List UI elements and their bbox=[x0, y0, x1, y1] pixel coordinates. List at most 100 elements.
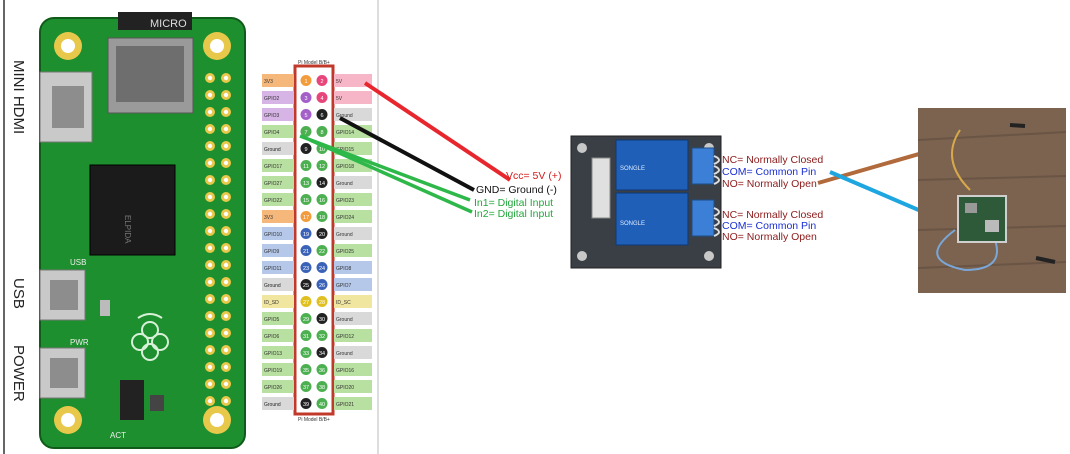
pin-number: 27 bbox=[303, 300, 309, 306]
optocoupler-area bbox=[591, 157, 611, 219]
header-bottom-caption: Pi Model B/B+ bbox=[298, 417, 330, 423]
left-pin-name: GPIO19 bbox=[264, 368, 282, 374]
pin-name-box bbox=[334, 346, 372, 359]
header-pin bbox=[299, 295, 313, 308]
terminal-block-1 bbox=[691, 147, 715, 185]
pin-name-box bbox=[262, 380, 294, 393]
pin-frame bbox=[293, 64, 335, 416]
com2-label: COM= Common Pin bbox=[722, 220, 817, 232]
pin-number: 1 bbox=[304, 79, 307, 85]
right-pin-name: 5V bbox=[336, 79, 343, 85]
pin-name-box bbox=[262, 312, 294, 325]
relay-2 bbox=[615, 192, 689, 246]
pi-gpio-holes bbox=[205, 73, 231, 406]
pin-name-box bbox=[262, 210, 294, 223]
pin-number: 16 bbox=[319, 198, 325, 204]
right-pin-name: Ground bbox=[336, 232, 353, 238]
pin-name-box bbox=[262, 329, 294, 342]
pin-name-box bbox=[262, 142, 294, 155]
gnd-label: GND= Ground (-) bbox=[476, 184, 557, 196]
right-pin-name: GPIO15 bbox=[336, 147, 354, 153]
header-pin bbox=[299, 91, 313, 104]
header-pin bbox=[315, 176, 329, 189]
pin-number: 10 bbox=[319, 147, 325, 153]
vcc-label: Vcc= 5V (+) bbox=[506, 170, 562, 182]
pin-number: 17 bbox=[303, 215, 309, 221]
pin-name-box bbox=[262, 346, 294, 359]
pin-number: 36 bbox=[319, 368, 325, 374]
header-pin bbox=[299, 397, 313, 410]
pin-number: 8 bbox=[320, 130, 323, 136]
vcc-wire bbox=[363, 81, 512, 182]
relay-1-brand: SONGLE bbox=[620, 166, 645, 172]
svg-text:ELPIDA: ELPIDA bbox=[123, 215, 132, 244]
pin-name-box bbox=[334, 210, 372, 223]
micro-sd-slot bbox=[118, 12, 192, 30]
pin-number: 35 bbox=[303, 368, 309, 374]
terminal-block-2 bbox=[691, 199, 715, 237]
header-pin bbox=[299, 329, 313, 342]
pin-number: 12 bbox=[319, 164, 325, 170]
pin-name-box bbox=[334, 244, 372, 257]
pin-number: 4 bbox=[320, 96, 323, 102]
pin-number: 13 bbox=[303, 181, 309, 187]
pin-name-box bbox=[262, 261, 294, 274]
pin-name-box bbox=[262, 193, 294, 206]
cpu-chip bbox=[89, 164, 176, 256]
pin-number: 2 bbox=[320, 79, 323, 85]
pin-number: 34 bbox=[319, 351, 325, 357]
header-pin bbox=[299, 159, 313, 172]
pin-name-box bbox=[262, 278, 294, 291]
pin-number: 23 bbox=[303, 266, 309, 272]
relay-module: SONGLE SONGLE bbox=[570, 135, 722, 269]
pin-number: 37 bbox=[303, 385, 309, 391]
header-pin bbox=[315, 329, 329, 342]
pin-number: 28 bbox=[319, 300, 325, 306]
left-pin-name: GPIO22 bbox=[264, 198, 282, 204]
right-pin-name: Ground bbox=[336, 181, 353, 187]
right-pin-name: GPIO21 bbox=[336, 402, 354, 408]
header-pin bbox=[299, 227, 313, 240]
pin-number: 14 bbox=[319, 181, 325, 187]
nc2-label: NC= Normally Closed bbox=[722, 209, 824, 221]
right-pin-name: GPIO25 bbox=[336, 249, 354, 255]
header-pin bbox=[315, 397, 329, 410]
device-board bbox=[957, 195, 1007, 243]
relay-2-brand: SONGLE bbox=[620, 221, 645, 227]
right-pin-name: GPIO18 bbox=[336, 164, 354, 170]
pin-number: 29 bbox=[303, 317, 309, 323]
left-pin-name: GPIO27 bbox=[264, 181, 282, 187]
left-pin-name: Ground bbox=[264, 147, 281, 153]
pin-name-box bbox=[262, 159, 294, 172]
left-pin-name: GPIO6 bbox=[264, 334, 280, 340]
left-pin-name: GPIO10 bbox=[264, 232, 282, 238]
pin-number: 18 bbox=[319, 215, 325, 221]
header-pin bbox=[315, 125, 329, 138]
pin-number: 40 bbox=[319, 402, 325, 408]
pin-number: 21 bbox=[303, 249, 309, 255]
header-pin bbox=[315, 295, 329, 308]
raspberry-logo-icon bbox=[131, 313, 169, 361]
pin-name-box bbox=[262, 91, 294, 104]
pin-name-box bbox=[334, 91, 372, 104]
pin-name-box bbox=[262, 176, 294, 189]
left-pin-name: GPIO4 bbox=[264, 130, 280, 136]
pin-name-box bbox=[334, 380, 372, 393]
right-pin-name: Ground bbox=[336, 351, 353, 357]
pin-name-box bbox=[334, 74, 372, 87]
right-pin-name: 5V bbox=[336, 96, 343, 102]
pin-name-box bbox=[262, 108, 294, 121]
pin-number: 24 bbox=[319, 266, 325, 272]
usb-label: USB bbox=[10, 278, 27, 309]
header-pin bbox=[315, 210, 329, 223]
header-pin bbox=[299, 380, 313, 393]
in2-wire bbox=[309, 138, 473, 214]
header-pin bbox=[299, 108, 313, 121]
left-pin-name: GPIO11 bbox=[264, 266, 282, 272]
header-pin bbox=[299, 142, 313, 155]
usb-silk-label: USB bbox=[70, 258, 86, 267]
header-pin bbox=[315, 108, 329, 121]
pin-name-box bbox=[262, 74, 294, 87]
gpio-wires bbox=[299, 81, 512, 214]
header-pin bbox=[299, 346, 313, 359]
